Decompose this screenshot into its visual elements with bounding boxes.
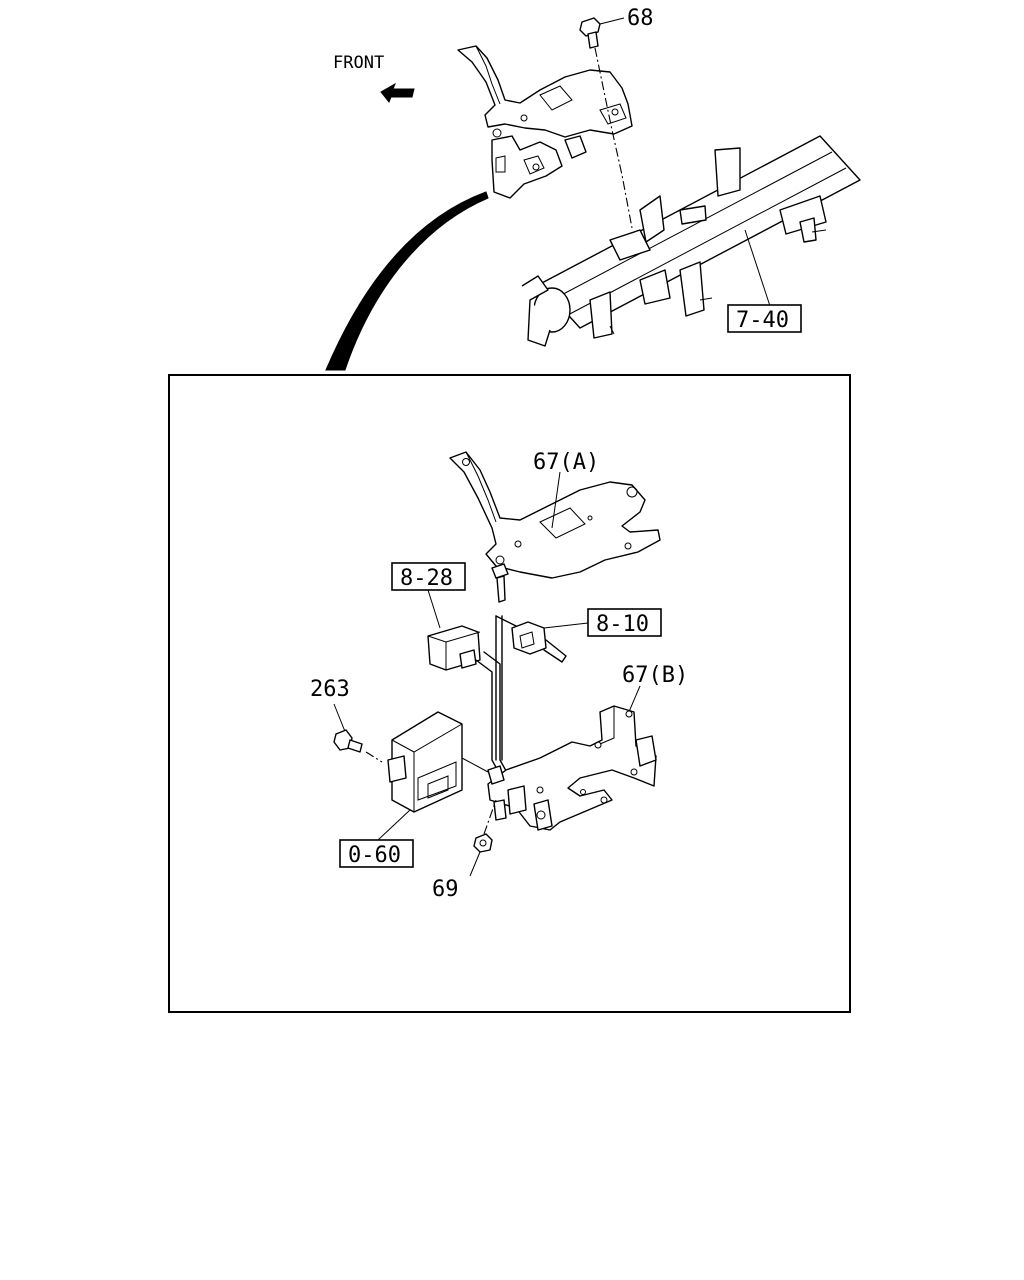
callout-67a: 67(A) [533, 450, 599, 475]
bracket-67a [449, 451, 661, 579]
callout-68: 68 [627, 6, 654, 31]
callout-8-28: 8-28 [400, 566, 453, 591]
relay-8-28 [427, 625, 481, 671]
overview-bracket-assembly [457, 45, 633, 199]
callout-0-60-box [339, 839, 414, 868]
callout-263: 263 [310, 677, 350, 702]
detail-frame [168, 374, 851, 1013]
nut-69 [473, 833, 493, 853]
callout-67b: 67(B) [622, 663, 688, 688]
callout-7-40-box [727, 304, 802, 333]
connector-8-10 [511, 621, 567, 663]
callout-8-10-box [587, 608, 662, 637]
callout-0-60: 0-60 [348, 843, 401, 868]
callout-8-10: 8-10 [596, 612, 649, 637]
screw [491, 563, 509, 603]
bracket-67b [487, 705, 657, 831]
overview-cross-member [521, 135, 861, 347]
callout-8-28-box [391, 562, 466, 591]
control-module-0-60 [387, 711, 489, 813]
callout-7-40: 7-40 [736, 308, 789, 333]
bolt-263 [333, 729, 363, 753]
detail-pointer-arrow [325, 191, 489, 371]
callout-69: 69 [432, 877, 459, 902]
bolt-68 [579, 17, 601, 49]
front-label: FRONT [333, 53, 384, 73]
front-arrow-icon [380, 82, 415, 103]
